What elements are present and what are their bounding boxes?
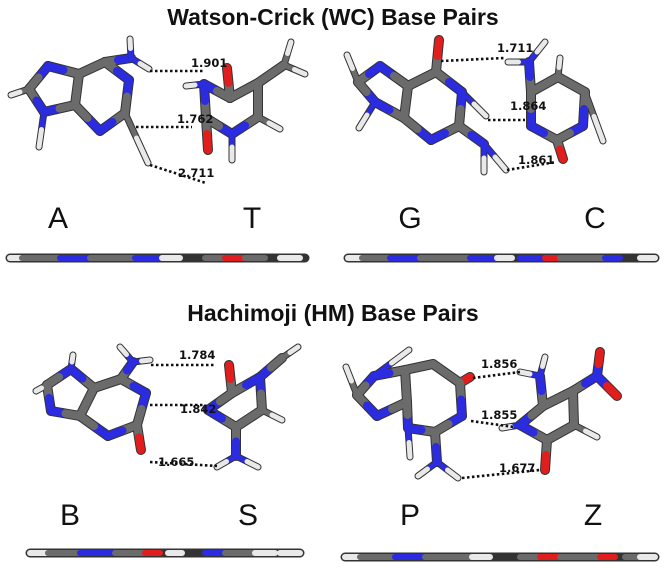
base-label-z: Z xyxy=(584,499,602,532)
bond-segment xyxy=(214,459,229,470)
bond-segment xyxy=(71,101,92,122)
hydrogen-bond xyxy=(440,56,505,63)
bond-segment xyxy=(267,61,288,78)
bond-segment xyxy=(540,354,548,369)
distance-label-at-3: 2.711 xyxy=(178,166,214,180)
bond-segment xyxy=(8,89,23,98)
bond-segment xyxy=(591,114,606,144)
bond-segment xyxy=(461,373,474,384)
bond-segment xyxy=(292,67,308,77)
bond-segment xyxy=(556,55,563,70)
bond-segment xyxy=(556,145,567,163)
bond-segment xyxy=(534,39,548,55)
bond-segment xyxy=(403,398,412,419)
base-label-g: G xyxy=(398,202,421,235)
hydrogen-bond xyxy=(149,460,218,468)
distance-label-bs-2: 1.842 xyxy=(180,402,216,416)
bond-segment xyxy=(594,348,604,368)
bond-segment xyxy=(536,372,546,395)
distance-label-pz-2: 1.855 xyxy=(481,408,517,422)
title-hachimoji: Hachimoji (HM) Base Pairs xyxy=(187,300,479,326)
bond-segment xyxy=(492,154,509,173)
hydrogen-bond xyxy=(506,160,557,172)
bond-segment xyxy=(266,120,283,132)
bond-segment xyxy=(285,39,294,56)
bond-segment xyxy=(244,459,261,470)
base-label-s: S xyxy=(238,499,258,532)
bond-segment xyxy=(117,344,129,357)
bond-segment xyxy=(122,110,139,141)
distance-label-gc-1: 1.711 xyxy=(497,41,533,55)
bond-segment xyxy=(287,344,301,355)
bond-segment xyxy=(445,467,461,481)
base-label-c: C xyxy=(584,202,606,235)
bond-segment xyxy=(203,130,212,154)
bond-segment xyxy=(36,127,44,150)
bond-segment xyxy=(432,443,441,466)
distance-label-gc-2: 1.864 xyxy=(510,99,546,113)
bond-segment xyxy=(433,36,443,60)
bond-segment xyxy=(406,440,413,460)
bond-segment xyxy=(44,62,68,74)
base-label-a: A xyxy=(48,202,68,235)
bond-segment xyxy=(371,360,394,379)
distance-label-at-2: 1.762 xyxy=(177,112,213,126)
distance-label-pz-1: 1.856 xyxy=(481,357,517,371)
bond-segment xyxy=(343,364,354,384)
base-label-t: T xyxy=(243,202,261,235)
bond-segment xyxy=(135,433,145,454)
bond-segment xyxy=(364,99,378,118)
panel-gc xyxy=(343,35,660,263)
hydrogen-bond xyxy=(470,419,515,429)
hydrogen-bond xyxy=(472,370,521,380)
bond-segment xyxy=(134,135,151,166)
hydrogen-bond xyxy=(461,468,541,480)
bond-segment xyxy=(213,87,234,102)
bond-segment xyxy=(371,98,394,114)
bond-segment xyxy=(225,361,235,383)
title-watson-crick: Watson-Crick (WC) Base Pairs xyxy=(167,4,499,30)
bond-segment xyxy=(481,141,498,160)
bond-segment xyxy=(415,466,430,479)
bond-segment xyxy=(517,369,533,377)
distance-label-gc-3: 1.861 xyxy=(518,153,554,167)
bond-segment xyxy=(541,451,550,474)
bond-segment xyxy=(139,357,153,364)
panel-bs xyxy=(25,343,305,558)
bond-segment xyxy=(223,64,233,87)
base-label-p: P xyxy=(400,499,420,532)
bond-segment xyxy=(137,61,152,72)
distance-label-at-1: 1.901 xyxy=(191,56,227,70)
bond-segment xyxy=(389,347,412,366)
distance-label-bs-3: 1.665 xyxy=(158,455,194,469)
bond-segment xyxy=(603,382,621,400)
distance-label-bs-1: 1.784 xyxy=(179,348,215,362)
bond-segment xyxy=(400,114,422,133)
bond-segment xyxy=(269,412,285,423)
panel-at xyxy=(5,35,310,263)
distance-label-pz-3: 1.677 xyxy=(499,461,535,475)
bond-segment xyxy=(527,402,547,420)
bond-segment xyxy=(76,412,98,430)
bond-segment xyxy=(183,82,198,89)
panel-pz xyxy=(340,346,660,562)
bond-segment xyxy=(33,385,44,394)
bond-segment xyxy=(127,36,133,51)
bond-segment xyxy=(216,389,236,406)
base-label-b: B xyxy=(60,499,80,532)
bond-segment xyxy=(583,428,600,440)
bond-segment xyxy=(69,352,76,365)
bond-segment xyxy=(471,101,489,119)
bond-segment xyxy=(525,58,534,81)
bond-segment xyxy=(349,378,360,398)
bond-segment xyxy=(344,52,355,71)
bond-segment xyxy=(356,112,370,131)
bond-segment xyxy=(467,131,488,148)
bond-segment xyxy=(39,109,47,132)
bond-segment xyxy=(459,89,477,107)
